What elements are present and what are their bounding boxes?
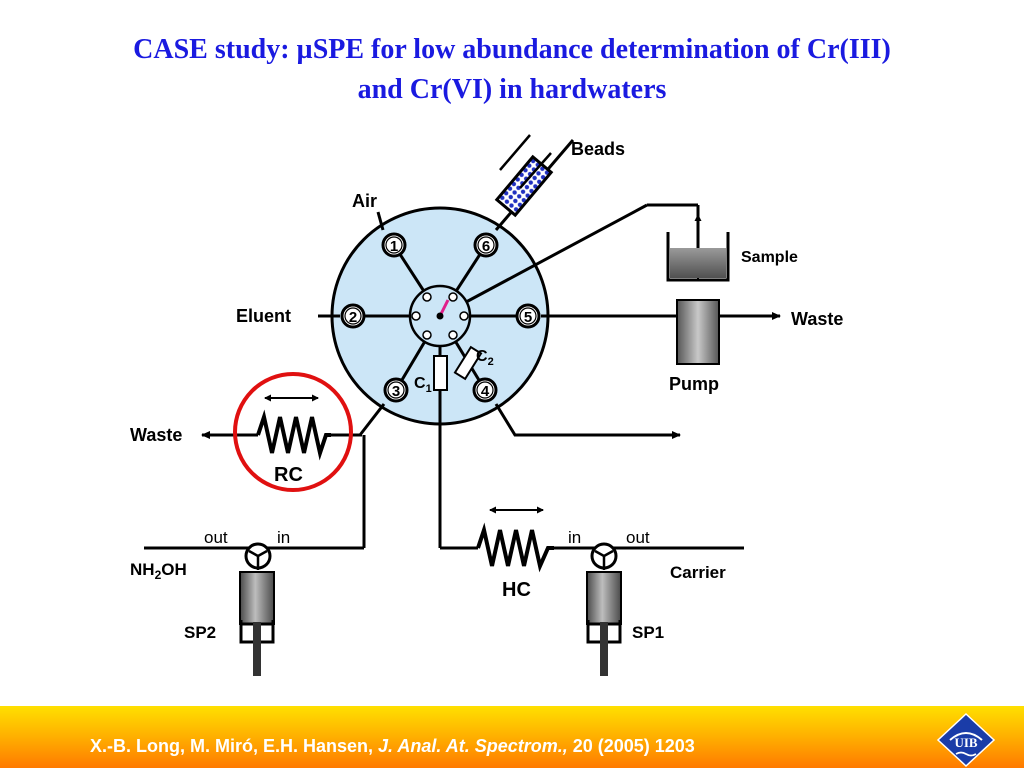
footer-bar: X.-B. Long, M. Miró, E.H. Hansen, J. Ana… bbox=[0, 706, 1024, 768]
sp2-in-label: in bbox=[277, 528, 290, 547]
c2-label: C2 bbox=[476, 348, 494, 368]
port-1-number: 1 bbox=[390, 238, 398, 255]
rc-label: RC bbox=[274, 464, 303, 486]
beads-column bbox=[494, 134, 575, 231]
logo-text: UIB bbox=[954, 735, 977, 750]
nh2oh-label: NH2OH bbox=[130, 560, 187, 582]
reaction-coil-rc bbox=[256, 394, 331, 461]
citation-ref: 20 (2005) 1203 bbox=[567, 736, 695, 756]
column-c1 bbox=[433, 355, 448, 391]
carrier-label: Carrier bbox=[670, 563, 726, 582]
hc-line bbox=[438, 316, 744, 550]
sp2-label: SP2 bbox=[184, 623, 216, 642]
pump bbox=[676, 299, 720, 365]
citation-authors: X.-B. Long, M. Miró, E.H. Hansen, bbox=[90, 736, 379, 756]
uib-logo: UIB bbox=[936, 712, 996, 768]
port-3-number: 3 bbox=[392, 383, 400, 400]
sp1-out-label: out bbox=[626, 528, 650, 547]
port-2[interactable]: 2 bbox=[340, 303, 366, 329]
column-c2 bbox=[453, 345, 483, 381]
c1-label: C1 bbox=[414, 375, 432, 395]
flow-diagram: Beads Air Sample Eluent Waste Pump Waste… bbox=[130, 134, 843, 676]
syringe-pump-sp1[interactable] bbox=[586, 542, 622, 676]
sp1-in-label: in bbox=[568, 528, 581, 547]
citation-journal: J. Anal. At. Spectrom., bbox=[378, 736, 568, 756]
port-2-number: 2 bbox=[349, 309, 357, 326]
sp2-out-label: out bbox=[204, 528, 228, 547]
port-6-number: 6 bbox=[482, 238, 490, 255]
port-5-number: 5 bbox=[524, 309, 532, 326]
waste-left-label: Waste bbox=[130, 425, 182, 445]
rc-highlight-circle bbox=[233, 372, 353, 492]
port-4-number: 4 bbox=[481, 383, 490, 400]
port-3[interactable]: 3 bbox=[383, 377, 409, 403]
syringe-pump-sp2[interactable] bbox=[239, 542, 275, 676]
port-4[interactable]: 4 bbox=[472, 377, 498, 403]
air-label: Air bbox=[352, 191, 377, 211]
eluent-label: Eluent bbox=[236, 306, 291, 326]
mu-symbol: µ bbox=[296, 34, 313, 65]
slide-title: CASE study: µSPE for low abundance deter… bbox=[20, 30, 1004, 110]
holding-coil-hc bbox=[476, 506, 554, 573]
port4-outlet-line bbox=[494, 403, 681, 439]
hc-label: HC bbox=[502, 579, 531, 601]
waste-right-label: Waste bbox=[791, 309, 843, 329]
air-line bbox=[376, 211, 385, 231]
title-line2: and Cr(VI) in hardwaters bbox=[357, 74, 667, 105]
port-6[interactable]: 6 bbox=[473, 232, 499, 258]
title-line1-rest: SPE for low abundance determination of C… bbox=[312, 34, 891, 65]
port-1[interactable]: 1 bbox=[381, 232, 407, 258]
sample-container bbox=[666, 232, 730, 282]
port-5[interactable]: 5 bbox=[515, 303, 541, 329]
sample-label: Sample bbox=[741, 249, 798, 266]
title-line1-prefix: CASE study: bbox=[133, 34, 297, 65]
valve-rotor[interactable] bbox=[408, 284, 472, 348]
pump-label: Pump bbox=[669, 374, 719, 394]
citation: X.-B. Long, M. Miró, E.H. Hansen, J. Ana… bbox=[90, 736, 695, 757]
sp1-label: SP1 bbox=[632, 623, 664, 642]
beads-label: Beads bbox=[571, 139, 625, 159]
